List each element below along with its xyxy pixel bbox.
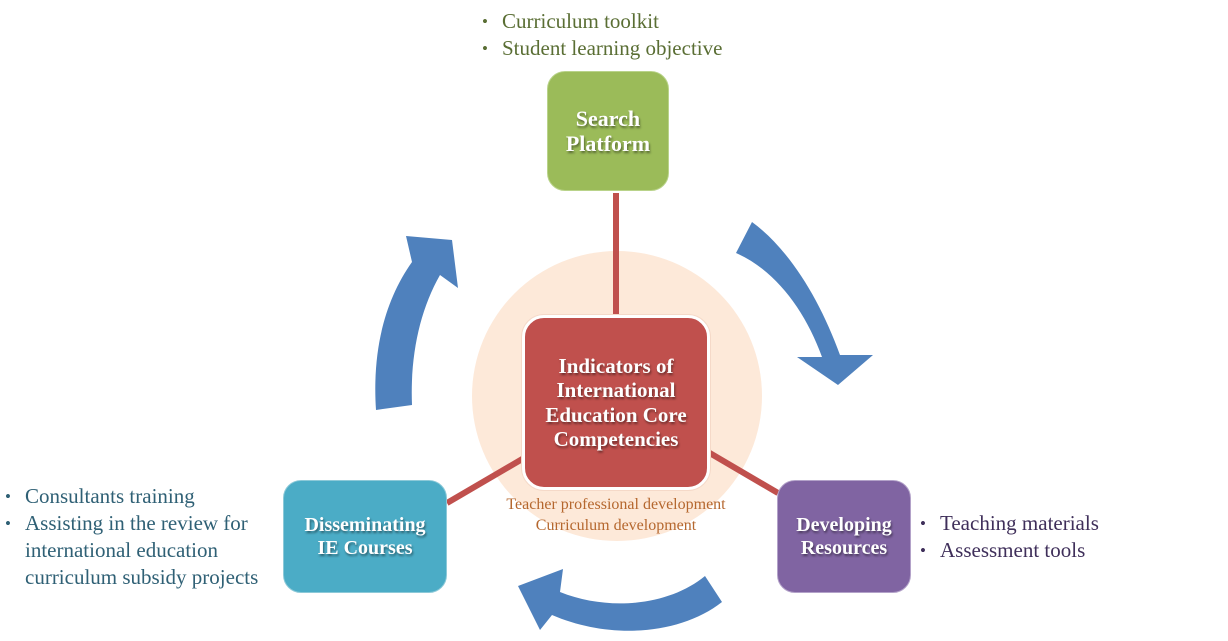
- bullet-item: Assessment tools: [918, 537, 1099, 564]
- developing-resources-label: Developing Resources: [796, 513, 892, 559]
- developing-resources-node: Developing Resources: [777, 480, 911, 593]
- bullet-item: Assisting in the review for internationa…: [3, 510, 258, 591]
- bullet-item: Student learning objective: [480, 35, 722, 62]
- caption-line: Curriculum development: [535, 517, 697, 534]
- search-platform-node: Search Platform: [547, 71, 669, 191]
- bullet-item: Teaching materials: [918, 510, 1099, 537]
- developing-resources-bullets: Teaching materials Assessment tools: [918, 510, 1099, 564]
- disseminating-courses-label: Disseminating IE Courses: [304, 513, 426, 559]
- disseminating-courses-bullets: Consultants training Assisting in the re…: [3, 483, 258, 591]
- cycle-arrow-developing-to-disseminating: [518, 569, 722, 631]
- cycle-arrow-search-to-developing: [736, 222, 873, 385]
- connector-to-disseminating: [445, 455, 526, 506]
- disseminating-courses-node: Disseminating IE Courses: [283, 480, 447, 593]
- core-competencies-node: Indicators of International Education Co…: [522, 315, 710, 490]
- center-caption: Teacher professional development Curricu…: [480, 494, 752, 536]
- core-competencies-label: Indicators of International Education Co…: [545, 354, 687, 451]
- search-platform-label: Search Platform: [565, 105, 651, 156]
- cycle-arrow-disseminating-to-search: [375, 236, 458, 410]
- search-platform-bullets: Curriculum toolkit Student learning obje…: [480, 8, 722, 62]
- bullet-item: Consultants training: [3, 483, 258, 510]
- connector-to-developing: [706, 449, 780, 496]
- caption-line: Teacher professional development: [506, 496, 726, 513]
- bullet-item: Curriculum toolkit: [480, 8, 722, 35]
